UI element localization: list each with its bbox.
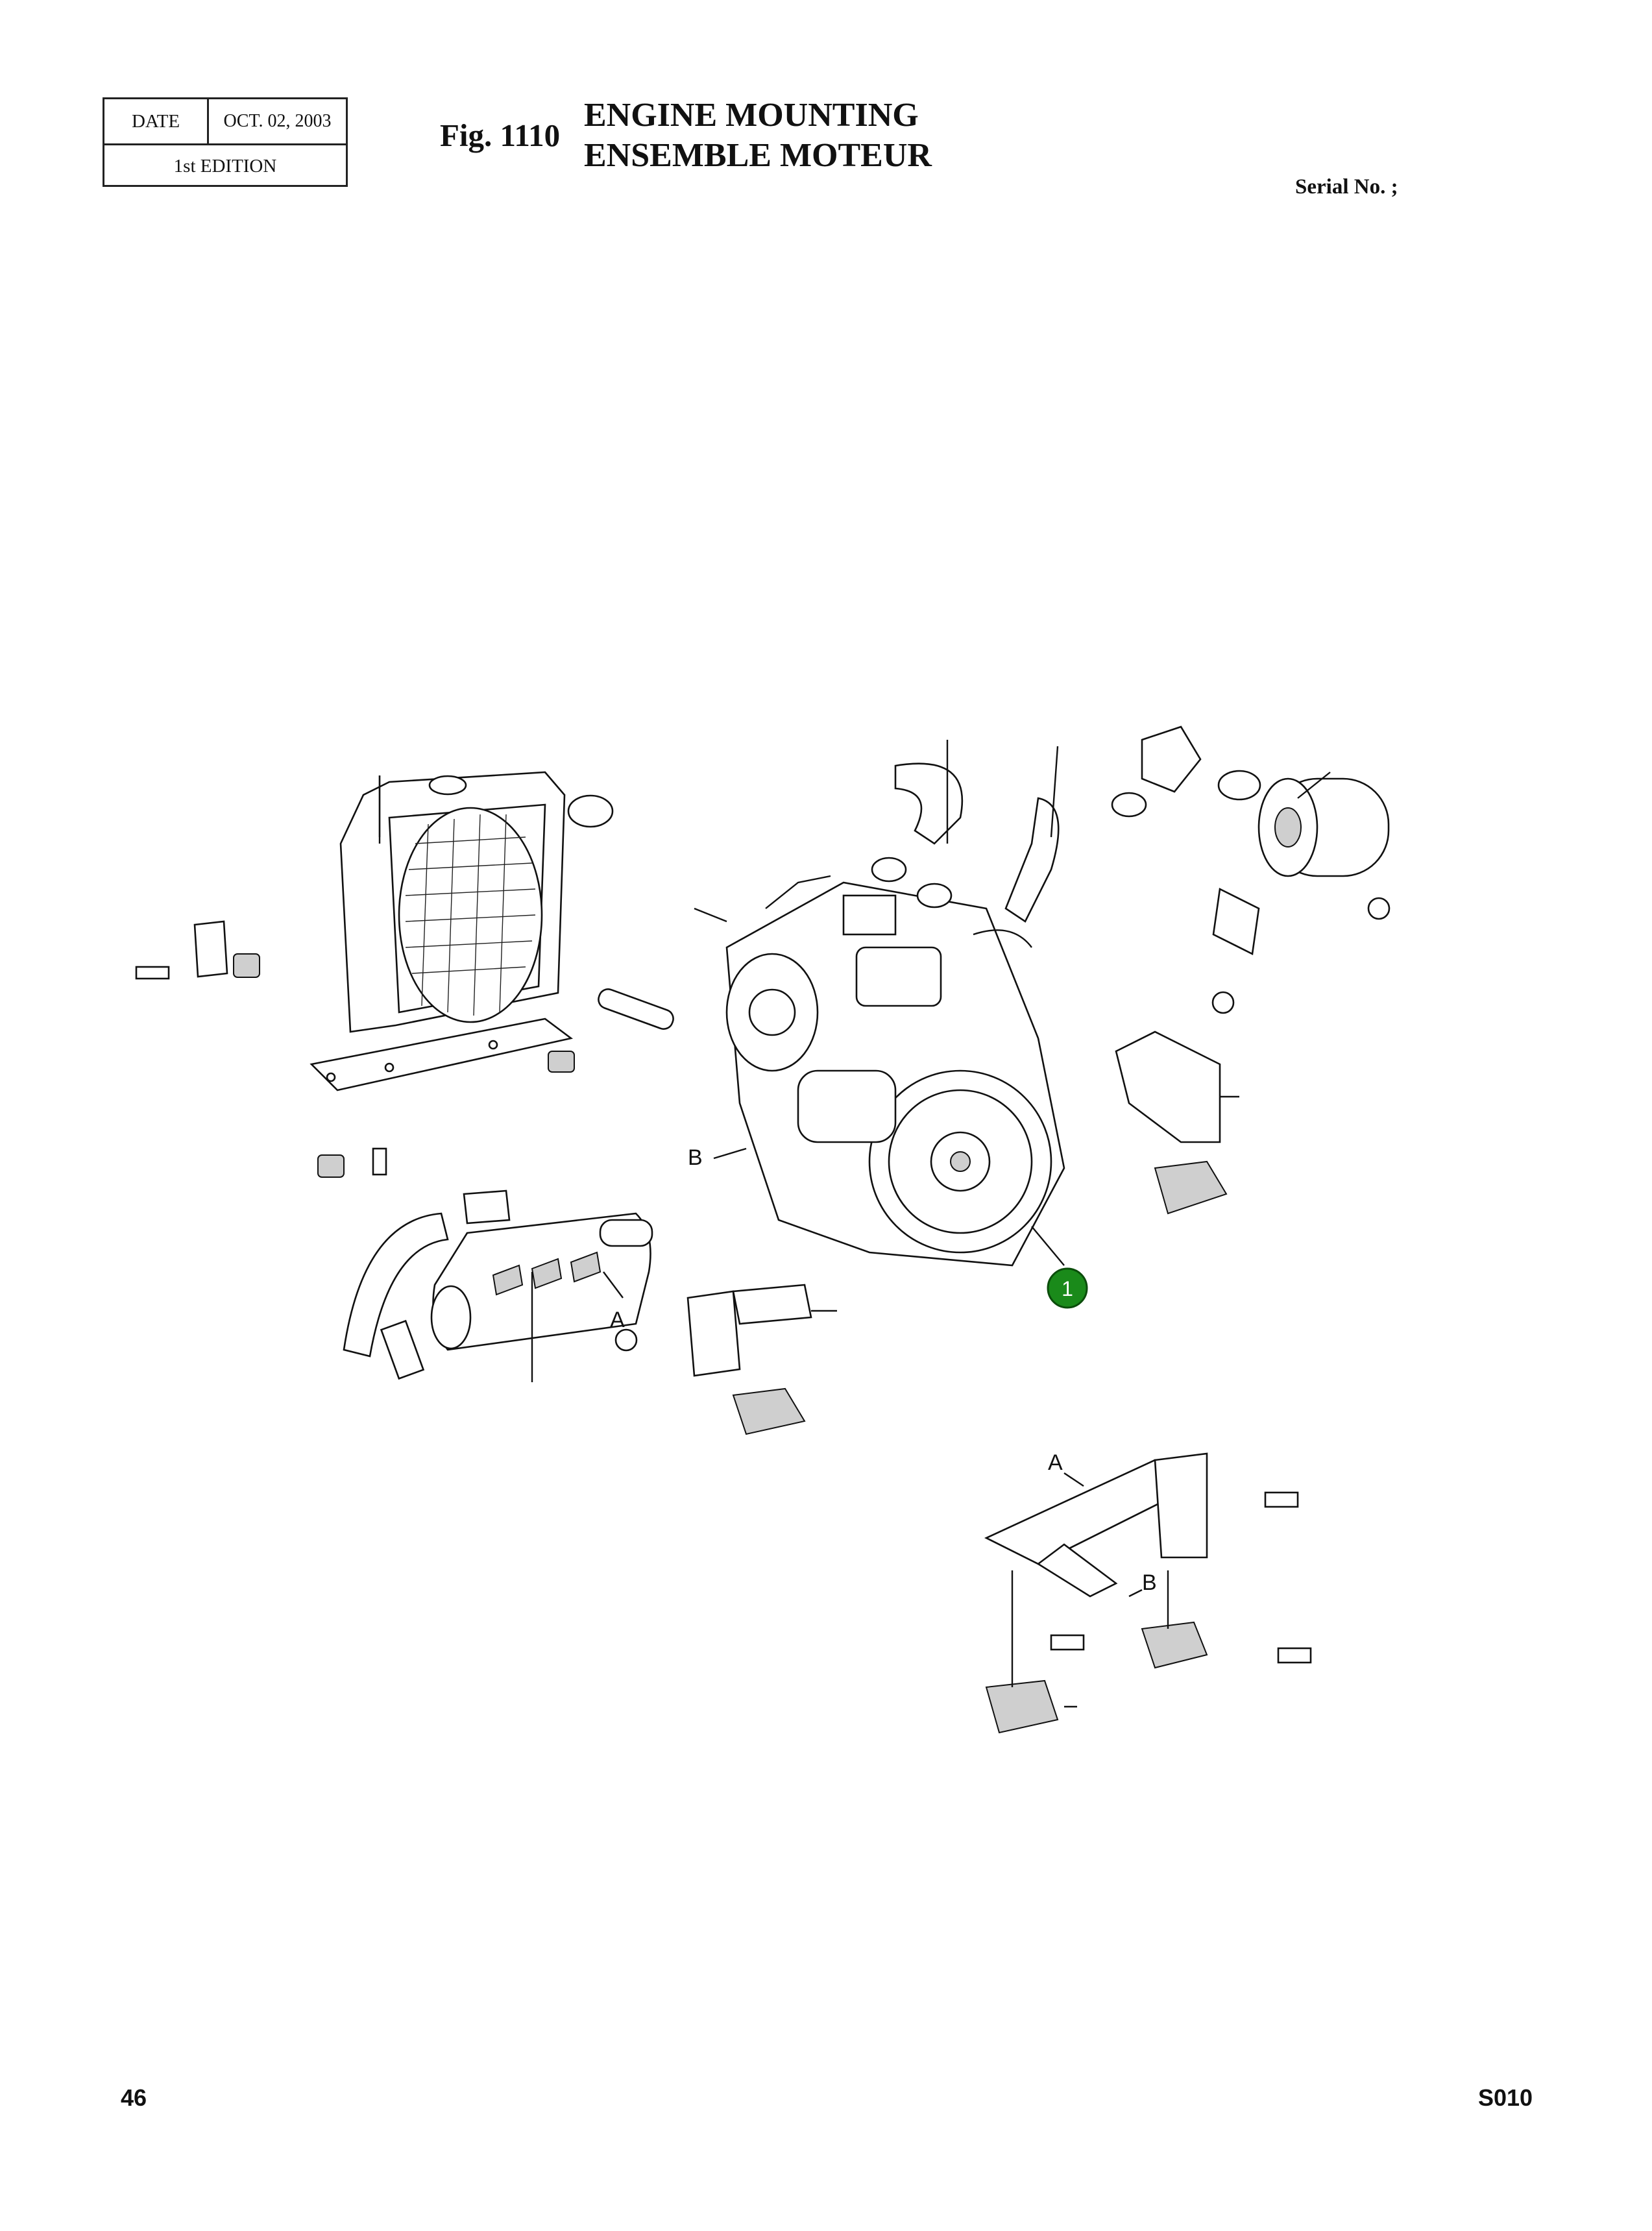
leader-lines [378,740,1331,1708]
view-b-arrow-lower [1128,1589,1143,1598]
view-a-arrow-upper [603,1271,624,1298]
engine-mount-brackets [614,897,1391,1435]
callout-badge[interactable] [1047,1267,1088,1309]
figure-number: Fig. 1110 [440,117,561,153]
view-a-label-upper: A [610,1308,625,1332]
title-english: ENGINE MOUNTING [584,97,919,134]
date-label: DATE [104,99,209,143]
document-code: S010 [1478,2084,1533,2111]
lower-bracket-assembly [984,1452,1312,1734]
view-b-label-upper: B [688,1145,703,1170]
page-number: 46 [121,2084,147,2111]
muffler-assembly [343,1189,653,1380]
coolant-hoses [567,762,1147,1030]
serial-number-label: Serial No. ; [1295,175,1398,199]
view-b-arrow-upper [713,1147,747,1160]
view-a-label-lower: A [1048,1450,1063,1475]
title-french: ENSEMBLE MOTEUR [584,137,932,174]
view-b-label-lower: B [1142,1570,1157,1595]
callout-number[interactable]: 1 [1062,1277,1073,1300]
view-a-arrow-lower [1063,1472,1084,1487]
date-edition-box: DATE OCT. 02, 2003 1st EDITION [103,97,348,187]
engine-block [725,875,1065,1267]
edition-label: 1st EDITION [173,155,277,177]
air-cleaner [1141,725,1390,955]
radiator-assembly [135,771,575,1178]
date-value: OCT. 02, 2003 [223,111,332,131]
